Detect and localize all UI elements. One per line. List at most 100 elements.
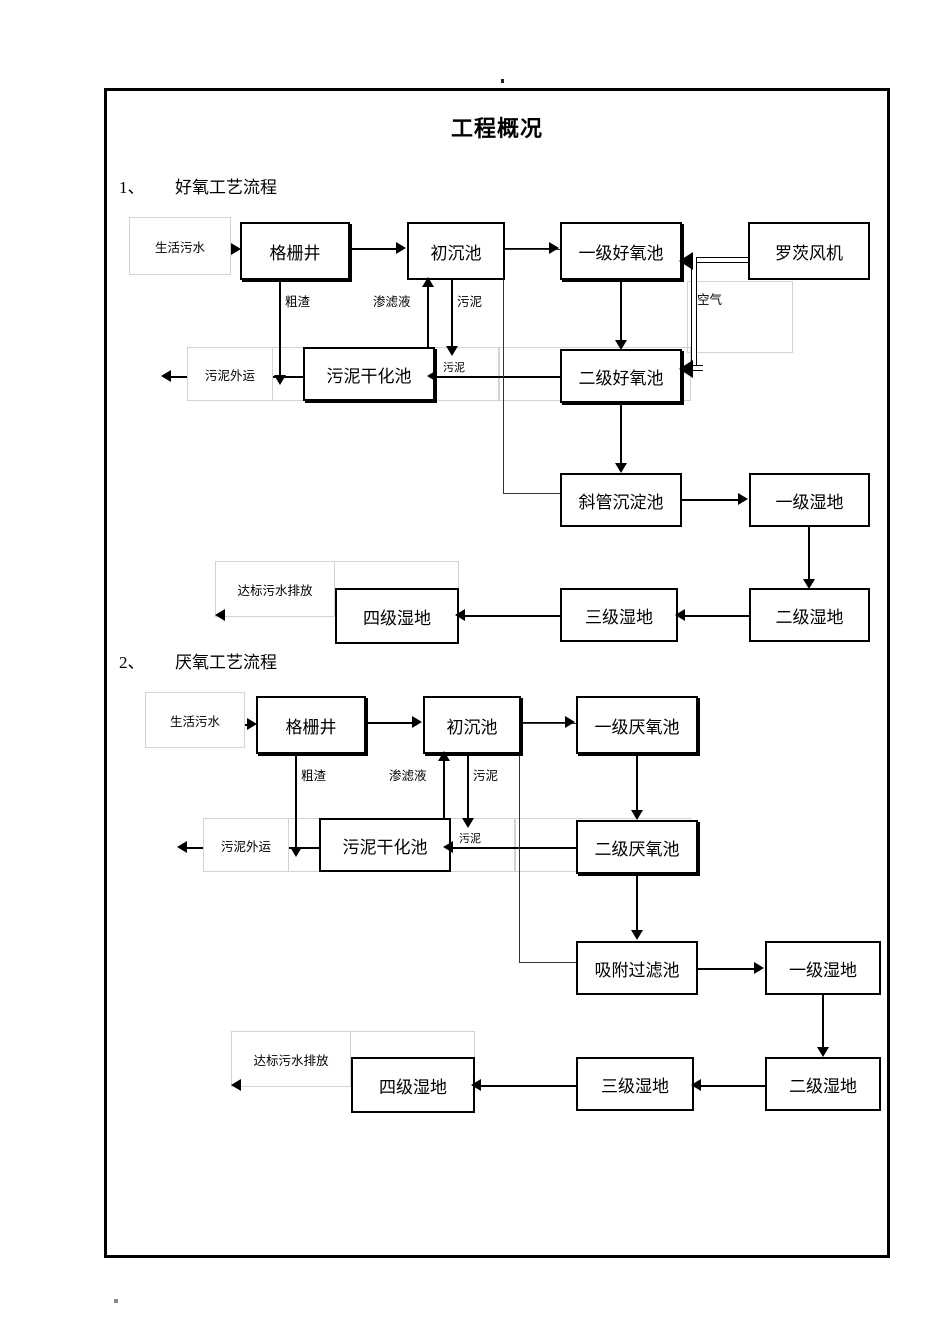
edge-leachate-up-2 — [443, 761, 445, 821]
page-bottom-dot-mark — [114, 1299, 118, 1303]
node-grit-anaerobic: 格栅井 — [256, 696, 366, 754]
edge-air-vertical — [691, 257, 697, 369]
edge-recirc-top-1 — [503, 249, 561, 250]
arrow-leachate-up — [422, 277, 434, 287]
node-sludge-out-anaerobic: 污泥外运 — [203, 818, 289, 872]
edge-air-to-aerobic2 — [691, 365, 703, 371]
arrow-anaerobic1-to-anaerobic2 — [631, 810, 643, 820]
arrow-grit-coarse-2 — [290, 847, 302, 857]
arrow-air-to-aerobic2 — [679, 360, 693, 378]
edge-recirc-vertical-1 — [503, 249, 504, 494]
edge-wetland3-to-wetland4 — [465, 615, 560, 617]
section-title-1: 好氧工艺流程 — [175, 178, 277, 197]
arrow-primary-to-anaerobic1 — [565, 716, 575, 728]
arrow-leachate-up-2 — [438, 751, 450, 761]
edge-recirc-bottom-2 — [519, 962, 577, 963]
arrow-primary-sludge-2 — [462, 818, 474, 828]
edge-settler-to-wetland1 — [682, 499, 740, 501]
arrow-influent-to-grit — [231, 243, 241, 255]
arrow-wetland2-to-wetland3-2 — [691, 1079, 701, 1091]
diagram-anaerobic-process: 生活污水 格栅井 初沉池 一级厌氧池 粗渣 污泥 渗滤液 污泥干化池 — [107, 91, 893, 1255]
node-wetland4-aerobic: 四级湿地 — [335, 588, 459, 644]
edge-label-sludge-2: 污泥 — [443, 362, 465, 374]
node-wetland4-anaerobic: 四级湿地 — [351, 1057, 475, 1113]
arrow-discharge-2 — [231, 1079, 241, 1091]
edge-label-sludge-1: 污泥 — [457, 295, 483, 309]
arrow-influent-to-grit-2 — [247, 718, 257, 730]
node-sludge-out-aerobic: 污泥外运 — [187, 347, 273, 401]
edge-anaerobic1-to-anaerobic2 — [636, 754, 638, 812]
edge-recirc-vertical-2 — [519, 723, 520, 963]
section-heading-anaerobic: 2、 厌氧工艺流程 — [119, 648, 277, 673]
arrow-grit-to-primary — [396, 242, 406, 254]
section-heading-aerobic: 1、 好氧工艺流程 — [119, 173, 277, 198]
arrow-sludge-out — [161, 370, 171, 382]
arrow-anaerobic2-to-filter — [631, 930, 643, 940]
arrow-sludge-out-2 — [177, 841, 187, 853]
edge-leachate-up — [427, 287, 429, 349]
node-wetland3-anaerobic: 三级湿地 — [576, 1057, 694, 1111]
edge-label-leachate-1: 渗滤液 — [373, 295, 411, 309]
arrow-wetland1-to-wetland2 — [803, 579, 815, 589]
node-wetland2-anaerobic: 二级湿地 — [765, 1057, 881, 1111]
edge-label-coarse-2: 粗渣 — [301, 769, 327, 783]
edge-aerobic2-to-settler — [620, 403, 622, 465]
node-sludge-dry-anaerobic: 污泥干化池 — [319, 818, 451, 872]
edge-anaerobic2-to-sludgedry — [453, 847, 577, 849]
arrow-grit-coarse — [274, 375, 286, 385]
edge-grit-to-primary-2 — [366, 722, 414, 724]
arrow-anaerobic2-to-sludgedry — [443, 841, 453, 853]
document-page-frame: 工程概况 1、 好氧工艺流程 生活污水 格栅井 初沉池 一级好氧池 — [104, 88, 890, 1258]
arrow-air-to-aerobic1 — [679, 252, 693, 270]
node-influent-aerobic: 生活污水 — [129, 217, 231, 275]
arrow-primary-sludge — [446, 346, 458, 356]
edge-label-coarse-1: 粗渣 — [285, 295, 311, 309]
section-number-2: 2、 — [119, 653, 145, 672]
page-top-tick-mark — [501, 79, 504, 83]
edge-label-leachate-2: 渗滤液 — [389, 769, 427, 783]
edge-air-to-aerobic1 — [691, 257, 749, 263]
arrow-aerobic2-to-sludgedry — [427, 370, 437, 382]
edge-aerobic1-to-aerobic2 — [620, 280, 622, 342]
node-aerobic2: 二级好氧池 — [560, 349, 682, 403]
arrow-wetland3-to-wetland4 — [455, 609, 465, 621]
arrow-wetland2-to-wetland3 — [675, 609, 685, 621]
edge-primary-sludge-down-2 — [467, 754, 469, 820]
arrow-wetland3-to-wetland4-2 — [471, 1079, 481, 1091]
section-title-2: 厌氧工艺流程 — [175, 653, 277, 672]
node-primary-anaerobic: 初沉池 — [423, 696, 521, 754]
node-sludge-dry-aerobic: 污泥干化池 — [303, 347, 435, 401]
edge-grit-coarse-down-2 — [295, 754, 297, 849]
edge-grit-to-primary — [350, 248, 398, 250]
node-discharge-anaerobic: 达标污水排放 — [231, 1031, 351, 1087]
edge-wetland3-to-wetland4-2 — [481, 1085, 576, 1087]
node-discharge-aerobic: 达标污水排放 — [215, 561, 335, 617]
node-wetland3-aerobic: 三级湿地 — [560, 588, 678, 642]
edge-grit-coarse-down — [279, 280, 281, 377]
arrow-settler-to-wetland1 — [738, 493, 748, 505]
node-filter: 吸附过滤池 — [576, 941, 698, 995]
node-anaerobic2: 二级厌氧池 — [576, 820, 698, 874]
arrow-aerobic1-to-aerobic2 — [615, 340, 627, 350]
node-grit-aerobic: 格栅井 — [240, 222, 350, 280]
node-influent-anaerobic: 生活污水 — [145, 692, 245, 748]
edge-label-air: 空气 — [697, 293, 723, 307]
arrow-grit-to-primary-2 — [412, 716, 422, 728]
ghost-frame-air-1 — [687, 281, 793, 353]
section-number-1: 1、 — [119, 178, 145, 197]
edge-filter-to-wetland1 — [698, 968, 756, 970]
arrow-discharge-1 — [215, 609, 225, 621]
edge-primary-sludge-down — [451, 280, 453, 348]
node-wetland1-anaerobic: 一级湿地 — [765, 941, 881, 995]
diagram-aerobic-process: 生活污水 格栅井 初沉池 一级好氧池 罗茨风机 空气 粗渣 — [107, 91, 893, 1255]
node-blower: 罗茨风机 — [748, 222, 870, 280]
edge-wetland1-to-wetland2-2 — [822, 995, 824, 1049]
edge-aerobic2-to-sludgedry — [437, 376, 561, 378]
arrow-filter-to-wetland1 — [754, 962, 764, 974]
node-anaerobic1: 一级厌氧池 — [576, 696, 698, 754]
node-settler: 斜管沉淀池 — [560, 473, 682, 527]
node-aerobic1: 一级好氧池 — [560, 222, 682, 280]
page-title: 工程概况 — [450, 116, 543, 141]
arrow-aerobic2-to-settler — [615, 463, 627, 473]
edge-wetland1-to-wetland2 — [808, 527, 810, 581]
